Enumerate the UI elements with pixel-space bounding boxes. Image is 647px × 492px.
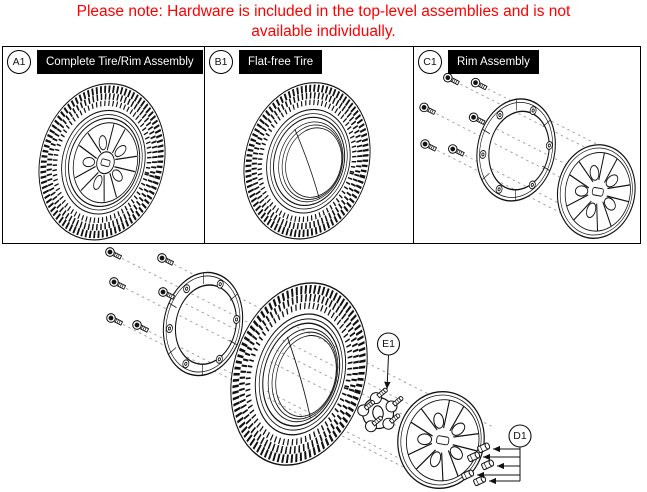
complete-tire-rim-illustration (3, 47, 204, 243)
panel-a1-tag: A1 Complete Tire/Rim Assembly (7, 50, 203, 74)
tire-rim-assembly-icon (22, 69, 182, 243)
hardware-note: Please note: Hardware is included in the… (0, 2, 647, 42)
callout-e1-arrow (384, 355, 391, 390)
panel-complete-tire-rim-assembly: A1 Complete Tire/Rim Assembly (2, 46, 205, 244)
note-line-1: Please note: Hardware is included in the… (76, 3, 571, 20)
rim-ring-icon (466, 90, 566, 210)
callout-a1: A1 (7, 50, 31, 74)
callout-d1-arrows (477, 445, 521, 485)
hubcap-icon (549, 137, 640, 243)
callout-e1: E1 (376, 332, 401, 356)
rim-assembly-illustration (417, 71, 640, 243)
flat-free-tire-icon (227, 68, 387, 243)
panel-c1-tag: C1 Rim Assembly (418, 50, 539, 74)
panel-flat-free-tire: B1 Flat-free Tire (204, 46, 414, 244)
flat-free-tire-illustration (205, 47, 413, 243)
panel-c1-title: Rim Assembly (448, 50, 539, 74)
callout-e1-label: E1 (382, 338, 395, 350)
callout-d1: D1 (508, 424, 532, 448)
exploded-view-illustration: E1 D1 (103, 245, 532, 492)
panel-rim-assembly: C1 Rim Assembly (413, 46, 641, 244)
callout-b1: B1 (209, 50, 233, 74)
callout-d1-label: D1 (513, 430, 527, 442)
panel-b1-title: Flat-free Tire (239, 50, 323, 74)
panel-b1-tag: B1 Flat-free Tire (209, 50, 323, 74)
hubcap-icon (389, 384, 493, 492)
panel-a1-title: Complete Tire/Rim Assembly (37, 50, 203, 74)
note-line-2: available individually. (251, 23, 396, 40)
callout-c1: C1 (418, 50, 442, 74)
